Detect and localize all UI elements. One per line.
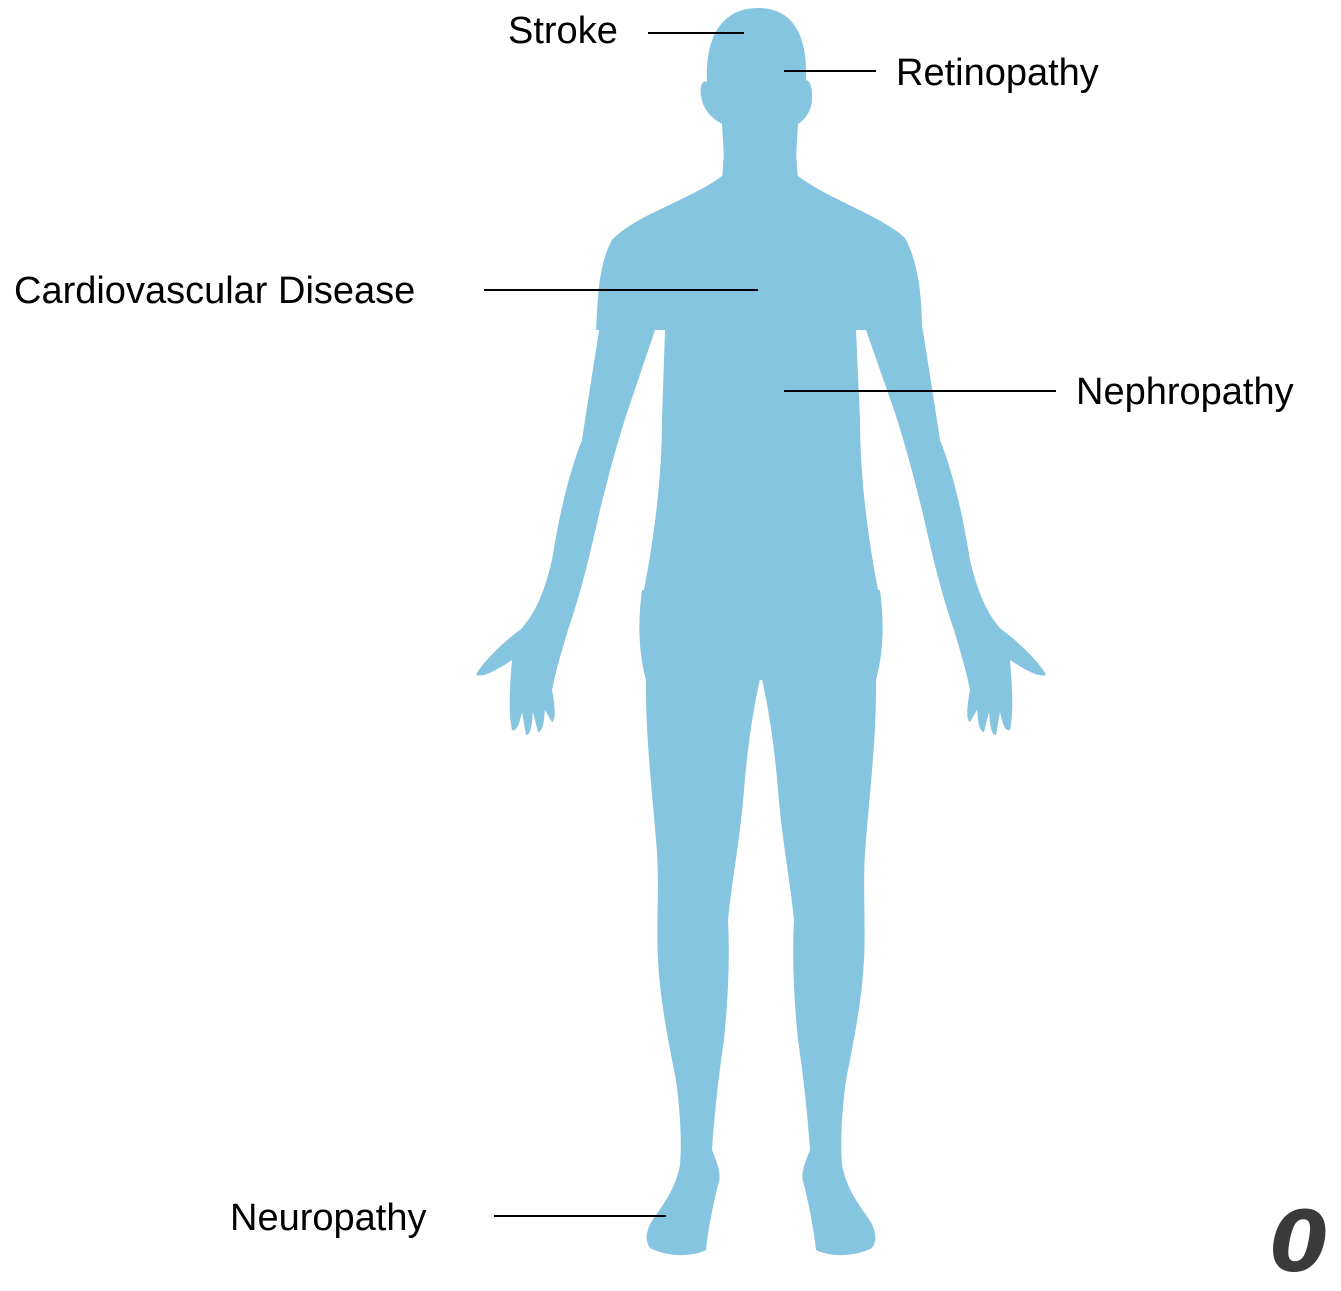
diagram: Stroke Retinopathy Cardiovascular Diseas… <box>0 0 1341 1259</box>
nephropathy-leader-line <box>784 390 1056 392</box>
retinopathy-leader-line <box>784 70 876 72</box>
stroke-label: Stroke <box>508 8 618 54</box>
neuropathy-label: Neuropathy <box>230 1195 426 1241</box>
nephropathy-label: Nephropathy <box>1076 369 1294 415</box>
neuropathy-leader-line <box>494 1215 666 1217</box>
retinopathy-label: Retinopathy <box>896 50 1099 96</box>
human-body-silhouette <box>0 0 1341 1259</box>
logo: 0 <box>1270 1200 1328 1284</box>
cardiovascular-disease-label: Cardiovascular Disease <box>14 268 415 314</box>
cardiovascular-leader-line <box>484 289 758 291</box>
stroke-leader-line <box>648 32 744 34</box>
